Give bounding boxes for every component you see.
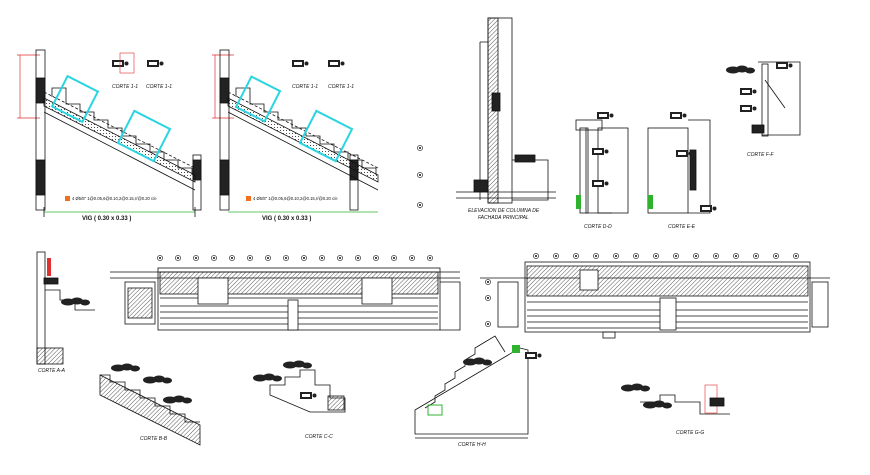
- elevation-left-grid-bubbles: [156, 254, 434, 262]
- level-bubble-3: [416, 201, 424, 209]
- column-title-line-2: FACHADA PRINCIPAL: [478, 215, 529, 221]
- corte-label-c: CORTE 1-1: [292, 84, 318, 90]
- section-d-tag-3: [592, 180, 609, 187]
- stair-b-tag-1: [292, 60, 309, 67]
- elevation-left: [110, 267, 461, 331]
- section-d-tag-1: [597, 112, 614, 119]
- section-h-tag: [525, 352, 542, 359]
- section-c-tag: [300, 392, 317, 399]
- section-a-annot: [61, 297, 90, 306]
- stair-a-dim-box: [119, 52, 135, 74]
- section-d: [575, 119, 629, 214]
- section-c: [269, 369, 346, 413]
- corte-d-label: CORTE D-D: [584, 224, 612, 230]
- section-b-annot-3: [163, 395, 192, 404]
- stair-b-note: 4 Ø5/8" 1@0.05,6@0.10,2@0.15,r/@0.20 c/e: [253, 196, 338, 201]
- level-bubble-2: [416, 171, 424, 179]
- section-f-tag-1: [776, 62, 793, 69]
- section-b-annot-1: [111, 363, 140, 372]
- stair-b-title: VIG ( 0.30 x 0.33 ): [262, 216, 311, 222]
- section-a: [36, 251, 95, 365]
- section-b-annot-2: [143, 375, 172, 384]
- column-title-line-1: ELEVACION DE COLUMNA DE: [468, 208, 540, 214]
- section-f: [751, 61, 801, 137]
- section-c-annot-2: [283, 360, 312, 369]
- corte-label-a: CORTE 1-1: [112, 84, 138, 90]
- corte-h-label: CORTE H-H: [458, 442, 486, 448]
- stair-a-tag-2: [147, 60, 164, 67]
- note-marker-b: [246, 196, 251, 201]
- stair-detail-b: [212, 49, 379, 213]
- section-c-annot-1: [253, 373, 282, 382]
- stair-a-note: 4 Ø5/8" 1@0.05,6@0.10,2@0.15,r/@0.20 c/e: [72, 196, 157, 201]
- column-elevation: [456, 17, 556, 204]
- corte-g-label: CORTE G-G: [676, 430, 704, 436]
- section-f-tag-2: [740, 88, 757, 95]
- section-d-tag-2: [592, 148, 609, 155]
- section-e-tag-3: [700, 205, 717, 212]
- level-bubble-1: [416, 144, 424, 152]
- corte-b-label: CORTE B-B: [140, 436, 168, 442]
- section-f-tag-3: [740, 105, 757, 112]
- corte-e-label: CORTE E-E: [668, 224, 696, 230]
- section-e-tag-1: [670, 112, 687, 119]
- section-f-annot-1: [726, 65, 755, 74]
- elevation-right: [480, 261, 830, 339]
- stair-b-tag-2: [328, 60, 345, 67]
- note-marker-a: [65, 196, 70, 201]
- stair-detail-a: [17, 49, 202, 217]
- section-g-annot-1: [621, 383, 650, 392]
- section-g: [640, 384, 730, 415]
- section-b: [99, 374, 201, 446]
- corte-label-b: CORTE 1-1: [146, 84, 172, 90]
- corte-a-label: CORTE A-A: [38, 368, 66, 374]
- section-h: [414, 335, 529, 439]
- corte-f-label: CORTE F-F: [747, 152, 775, 158]
- corte-c-label: CORTE C-C: [305, 434, 333, 440]
- section-e: [647, 119, 711, 214]
- corte-label-d: CORTE 1-1: [328, 84, 354, 90]
- stair-a-title: VIG ( 0.30 x 0.33 ): [82, 216, 131, 222]
